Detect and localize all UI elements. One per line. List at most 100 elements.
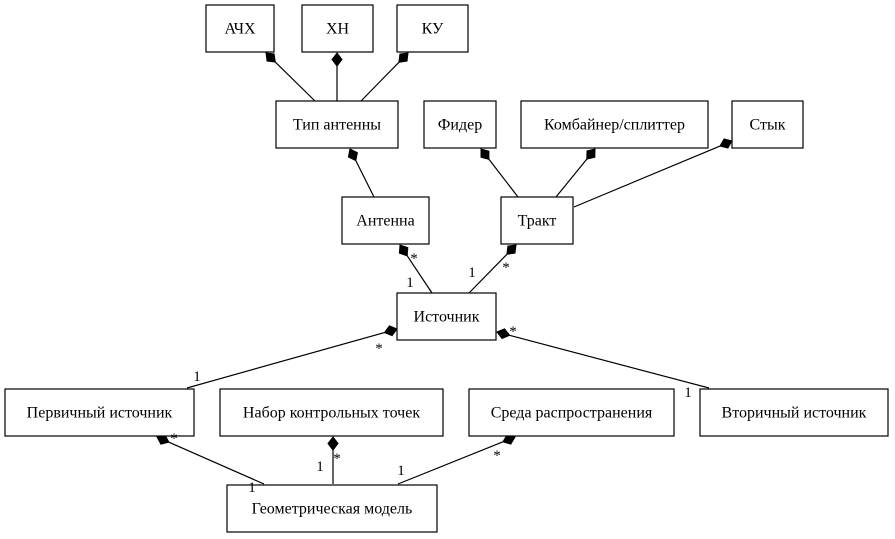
- multiplicity-part-label: *: [375, 341, 383, 357]
- class-box-frame: [423, 100, 497, 149]
- class-box-label: Антенна: [356, 213, 414, 230]
- multiplicity-part-label: *: [170, 431, 178, 447]
- class-box-frame: [219, 388, 444, 437]
- class-box-label: Тип антенны: [293, 117, 381, 134]
- composition-diamond-icon: [586, 148, 596, 160]
- composition-edge-secondary-source-source: [496, 328, 710, 389]
- association-line: [573, 145, 721, 208]
- multiplicity-whole-label: 1: [316, 459, 324, 475]
- composition-edge-antenna-antenna-type: [347, 148, 375, 198]
- association-line: [360, 61, 400, 102]
- association-line: [509, 334, 710, 389]
- multiplicity-whole-label: 1: [468, 265, 476, 281]
- class-box-antenna: Антенна: [341, 196, 430, 245]
- class-box-frame: [500, 196, 574, 245]
- association-line: [555, 158, 588, 198]
- class-box-frame: [396, 292, 497, 341]
- class-box-ku: КУ: [396, 4, 469, 53]
- class-box-source: Источник: [396, 292, 497, 341]
- class-box-feeder: Фидер: [423, 100, 497, 149]
- class-box-achh: АЧХ: [205, 4, 275, 53]
- class-box-frame: [731, 100, 804, 149]
- class-box-frame: [301, 4, 374, 53]
- multiplicity-part-label: *: [410, 251, 418, 267]
- class-box-label: Геометрическая модель: [252, 501, 413, 518]
- class-box-label: Вторичный источник: [722, 405, 867, 422]
- class-box-geometric-model: Геометрическая модель: [226, 484, 438, 533]
- composition-diamond-icon: [327, 436, 339, 451]
- multiplicity-whole-label: 1: [397, 463, 405, 479]
- class-box-label: АЧХ: [224, 21, 256, 38]
- class-box-hn: ХН: [301, 4, 374, 53]
- association-line: [406, 255, 433, 294]
- class-box-frame: [275, 100, 399, 149]
- class-box-label: Фидер: [438, 117, 482, 134]
- composition-diamond-icon: [398, 244, 409, 257]
- class-box-antenna-type: Тип антенны: [275, 100, 399, 149]
- multiplicity-labels-layer: 1 * 1 * 1 * 1 * 1 * 1 * 1 *: [170, 251, 692, 496]
- class-box-label: Тракт: [518, 213, 557, 230]
- composition-edge-tract-combiner: [555, 148, 596, 198]
- class-box-frame: [396, 4, 469, 53]
- class-box-frame: [520, 100, 709, 149]
- composition-edge-antenna-type-achh: [265, 52, 316, 102]
- composition-diamond-icon: [265, 52, 276, 63]
- class-box-label: ХН: [326, 21, 350, 38]
- class-box-frame: [341, 196, 430, 245]
- composition-edge-geometric-model-control-points: [327, 436, 339, 484]
- class-box-frame: [468, 388, 675, 437]
- composition-edge-antenna-type-hn: [331, 52, 343, 101]
- association-line: [397, 441, 504, 485]
- composition-edge-tract-joint: [573, 138, 733, 208]
- composition-diamond-icon: [398, 52, 409, 63]
- composition-diamond-icon: [383, 325, 398, 337]
- association-line: [186, 331, 385, 389]
- multiplicity-part-label: *: [493, 448, 501, 464]
- class-box-secondary-source: Вторичный источник: [699, 388, 889, 437]
- composition-diamond-icon: [347, 148, 358, 162]
- class-box-label: Набор контрольных точек: [243, 405, 420, 422]
- multiplicity-part-label: *: [502, 260, 510, 276]
- association-line: [355, 160, 375, 198]
- composition-diamond-icon: [480, 148, 490, 160]
- class-box-frame: [4, 388, 195, 437]
- class-box-combiner: Комбайнер/сплиттер: [520, 100, 709, 149]
- association-line: [488, 158, 519, 198]
- composition-diamond-icon: [496, 328, 511, 340]
- composition-diamond-icon: [719, 138, 733, 149]
- composition-edge-tract-feeder: [480, 148, 519, 198]
- class-box-label: Источник: [414, 309, 480, 326]
- multiplicity-part-label: *: [333, 451, 341, 467]
- class-box-label: Комбайнер/сплиттер: [544, 117, 685, 134]
- association-line: [468, 253, 508, 294]
- edges-layer: [156, 52, 733, 485]
- class-box-label: Первичный источник: [27, 405, 173, 422]
- composition-edge-source-tract: [468, 244, 517, 294]
- class-box-label: КУ: [422, 21, 444, 38]
- multiplicity-whole-label: 1: [248, 480, 256, 496]
- composition-diamond-icon: [331, 52, 343, 67]
- class-box-label: Среда распространения: [491, 405, 653, 422]
- association-line: [274, 61, 316, 102]
- multiplicity-whole-label: 1: [406, 275, 414, 291]
- composition-edge-primary-source-source: [186, 325, 398, 389]
- class-box-tract: Тракт: [500, 196, 574, 245]
- association-line: [168, 441, 265, 485]
- class-box-primary-source: Первичный источник: [4, 388, 195, 437]
- class-box-joint: Стык: [731, 100, 804, 149]
- class-box-frame: [226, 484, 438, 533]
- composition-edge-source-antenna: [398, 244, 433, 294]
- class-box-frame: [699, 388, 889, 437]
- composition-edge-antenna-type-ku: [360, 52, 409, 102]
- multiplicity-part-label: *: [509, 324, 517, 340]
- class-box-label: Стык: [750, 117, 786, 134]
- class-box-control-points: Набор контрольных точек: [219, 388, 444, 437]
- composition-diamond-icon: [506, 244, 517, 255]
- multiplicity-whole-label: 1: [684, 385, 692, 401]
- class-box-propagation-medium: Среда распространения: [468, 388, 675, 437]
- class-box-frame: [205, 4, 275, 53]
- nodes-layer: АЧХ ХН КУ Тип антенны Фидер Комбайнер/сплитте…: [4, 4, 889, 533]
- multiplicity-whole-label: 1: [193, 369, 201, 385]
